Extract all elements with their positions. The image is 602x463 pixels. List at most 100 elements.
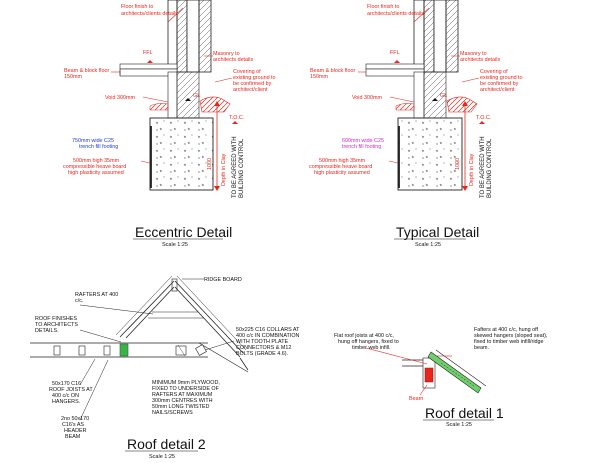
roof-detail-1: Flat roof joists at 400 c/c, hung off ha… [334, 327, 548, 428]
typical-heave-line2: compressible heave board [309, 164, 372, 170]
roof2-collars-line1: 50x225 C16 COLLARS AT [236, 327, 300, 333]
roof2-plywood-line2: FIXED TO UNDERSIDE OF [152, 386, 220, 392]
typical-trench-line1: 600mm wide C25 [342, 138, 384, 144]
typical-title: Typical Detail [396, 224, 479, 240]
typical-covering-line1: Covering of [480, 69, 508, 75]
typical-beam-block-line2: 150mm [310, 74, 328, 80]
eccentric-beam-block-line1: Beam & block floor [64, 68, 109, 74]
eccentric-depth-value: 1000 [207, 158, 213, 170]
roof2-joists-line3: 400 c/c ON [52, 393, 79, 399]
eccentric-control-line2: BUILDING CONTROL [239, 138, 245, 198]
typical-beam-block-line1: Beam & block floor [310, 68, 355, 74]
eccentric-trench-line1: 750mm wide C25 [72, 138, 114, 144]
roof2-finishes-line1: ROOF FINISHES [35, 316, 77, 322]
roof2-header-line4: BEAM [65, 434, 81, 440]
eccentric-void: Void 300mm [105, 95, 135, 101]
eccentric-labels: Floor finish to architects/clients detai… [63, 4, 276, 248]
typical-control-line1: TO BE AGREED WITH [480, 136, 486, 198]
typical-trench-line2: trench fill footing [342, 144, 381, 150]
roof2-structure [30, 275, 249, 373]
eccentric-depth-dim [214, 101, 220, 191]
eccentric-toc: T.O.C. [229, 115, 244, 121]
typical-control-line2: BUILDING CONTROL [487, 138, 493, 198]
typical-depth-value: 1000 [455, 158, 461, 170]
typical-covering-line3: be confirmed by [480, 81, 519, 87]
typical-leaders [358, 7, 480, 164]
typical-covering-line4: architect/client [480, 87, 515, 93]
roof2-joists-line4: HANGERS. [52, 399, 80, 405]
roof2-finishes-line3: DETAILS. [35, 328, 59, 334]
roof2-joists-line2: ROOF JOISTS AT [49, 387, 93, 393]
roof-detail-2: RIDGE BOARD RAFTERS AT 400 c/c. ROOF FIN… [30, 275, 300, 460]
eccentric-leaders [111, 7, 233, 164]
roof2-joists-line1: 50x170 C16 [52, 381, 81, 387]
roof2-rafters-line2: c/c. [75, 298, 83, 304]
eccentric-title: Eccentric Detail [135, 224, 232, 240]
eccentric-heave-line2: compressible heave board [63, 164, 126, 170]
eccentric-gl: GL [193, 93, 200, 99]
roof2-collars-line5: BOLTS (GRADE 4.6). [236, 351, 288, 357]
eccentric-detail: Floor finish to architects/clients detai… [63, 0, 276, 248]
roof2-plywood-line6: NAILS/SCREWS [152, 410, 193, 416]
eccentric-levels [147, 60, 238, 124]
roof2-header-line3: HEADER [64, 428, 87, 434]
typical-gl: GL [440, 93, 447, 99]
typical-wall [413, 0, 459, 73]
typical-masonry-line2: architects details [460, 57, 500, 63]
eccentric-masonry-line1: Masonry to [213, 51, 240, 57]
roof1-labels: Flat roof joists at 400 c/c, hung off ha… [334, 327, 548, 428]
eccentric-masonry-line2: architects details [213, 57, 253, 63]
eccentric-covering-line4: architect/client [233, 87, 268, 93]
roof1-fafters-line4: beam. [474, 345, 489, 351]
roof1-title: Roof detail 1 [425, 405, 504, 421]
roof1-flat-line1: Flat roof joists at 400 c/c, [334, 333, 394, 339]
roof1-structure [402, 349, 487, 394]
typical-floor-finish-line2: architects/clients details [367, 11, 424, 17]
eccentric-ffl: FFL [143, 50, 153, 56]
roof2-plywood-line1: MINIMUM 9mm PLYWOOD, [152, 380, 220, 386]
typical-floor-slab [365, 63, 447, 119]
eccentric-control-line1: TO BE AGREED WITH [232, 136, 238, 198]
roof1-leaders [365, 347, 452, 396]
typical-scale: Scale 1:25 [415, 242, 441, 248]
typical-ffl: FFL [390, 50, 400, 56]
eccentric-trench-line2: trench fill footing [79, 144, 118, 150]
roof1-flat-line2: hung off hangers, fixed to [338, 339, 399, 345]
roof2-header-line1: 2no 50x170 [61, 416, 89, 422]
roof1-beam-label: Beam [409, 396, 424, 402]
typical-labels: Floor finish to architects/clients detai… [309, 4, 523, 248]
typical-masonry-line1: Masonry to [460, 51, 487, 57]
typical-floor-finish-line1: Floor finish to [367, 4, 399, 10]
roof1-fafters-line2: skewed hangers (sloped seat), [474, 333, 548, 339]
typical-void: Void 300mm [352, 95, 382, 101]
typical-detail: Floor finish to architects/clients detai… [309, 0, 523, 248]
eccentric-floor-finish-line2: architects/clients details [121, 11, 178, 17]
eccentric-beam-block-line2: 150mm [64, 74, 82, 80]
roof2-header-line2: C16's AS [62, 422, 84, 428]
roof2-plywood-line4: 300mm CENTRES WITH [152, 398, 213, 404]
eccentric-heave-line3: high plasticity assumed [68, 170, 124, 176]
roof2-ridge-board: RIDGE BOARD [204, 277, 242, 283]
roof2-collars-line2: 400 c/c IN COMBINATION [236, 333, 300, 339]
roof1-flat-line3: timber web infill. [352, 345, 391, 351]
typical-covering-line2: existing ground to [480, 75, 523, 81]
typical-depth-label: Depth in Clay [469, 153, 475, 186]
eccentric-floor-finish-line1: Floor finish to [121, 4, 153, 10]
roof1-fafters-line1: Fafters at 400 c/c, hung off [474, 327, 539, 333]
roof2-plywood-line3: RAFTERS AT MAXIMUM [152, 392, 213, 398]
roof2-collars-line3: WITH TOOTH PLATE [236, 339, 289, 345]
roof2-collars-line4: CONNECTORS & M12 [236, 345, 291, 351]
roof2-leaders [79, 278, 235, 421]
eccentric-covering-line3: be confirmed by [233, 81, 272, 87]
roof1-fafters-line3: fixed to timber web infill/ridge [474, 339, 544, 345]
typical-depth-dim [462, 101, 468, 191]
eccentric-covering-line2: existing ground to [233, 75, 276, 81]
typical-heave-line1: 500mm high 35mm [319, 158, 366, 164]
typical-levels [394, 60, 485, 124]
roof2-plywood-line5: 50mm LONG TWISTED [152, 404, 210, 410]
typical-ground-covering [395, 96, 478, 113]
eccentric-depth-label: Depth in Clay [221, 153, 227, 186]
roof2-joists [53, 343, 207, 357]
roof2-scale: Scale 1:25 [149, 454, 175, 460]
